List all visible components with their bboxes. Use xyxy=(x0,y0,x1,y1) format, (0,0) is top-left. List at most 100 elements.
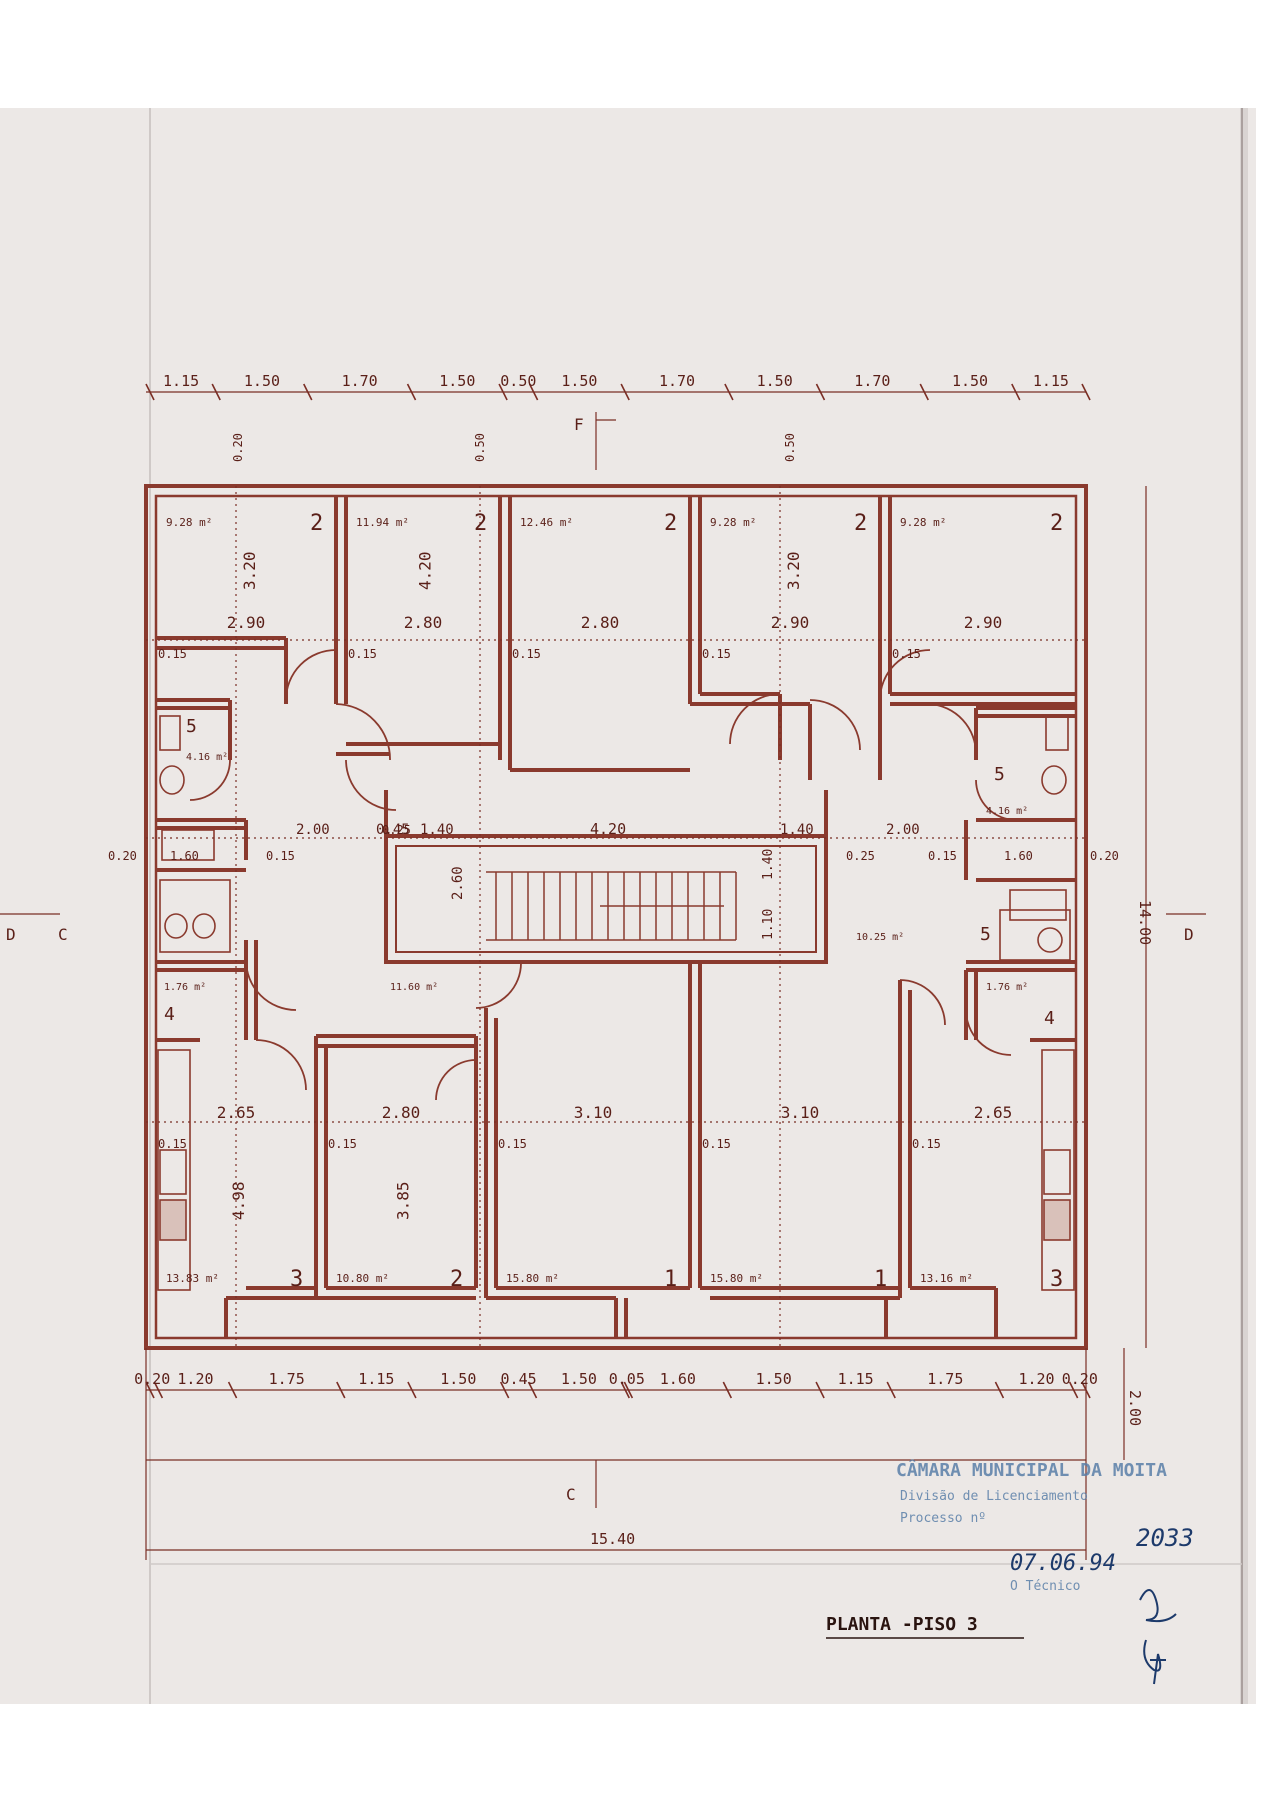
top-room-area-4: 9.28 m² xyxy=(900,516,946,529)
kitchen-counter-right xyxy=(1041,1049,1075,1291)
bottom-dim-3: 1.15 xyxy=(358,1370,394,1388)
top-room-width-1: 2.80 xyxy=(404,613,443,632)
bottom-room-wall-2: 0.15 xyxy=(498,1137,527,1151)
washbasin-fixture-right xyxy=(1009,889,1067,921)
wall-015-left: 0.15 xyxy=(266,849,295,863)
bottom-room-width-1: 2.80 xyxy=(382,1103,421,1122)
section-mark-right-d: D xyxy=(1184,925,1194,944)
wall-020-left: 0.20 xyxy=(108,849,137,863)
wall-mark-0: 0.20 xyxy=(231,433,245,462)
bottom-room-wall-1: 0.15 xyxy=(328,1137,357,1151)
toilet-fixture-right xyxy=(1045,715,1069,751)
wc-left-width: 1.60 xyxy=(170,849,199,863)
bottom-dim-6: 1.50 xyxy=(561,1370,597,1388)
bottom-dim-13: 0.20 xyxy=(1062,1370,1098,1388)
total-width-label: 15.40 xyxy=(590,1530,635,1548)
bottom-dim-12: 1.20 xyxy=(1018,1370,1054,1388)
top-dim-8: 1.70 xyxy=(854,372,890,390)
top-room-depth-3: 3.20 xyxy=(784,551,803,590)
bottom-room-wall-3: 0.15 xyxy=(702,1137,731,1151)
store-left-area: 1.76 m² xyxy=(164,982,206,993)
section-mark-left-d: D xyxy=(6,925,16,944)
section-mark-left-c: C xyxy=(58,925,68,944)
bottom-room-area-0: 13.83 m² xyxy=(166,1272,219,1285)
bottom-dim-8: 1.60 xyxy=(660,1370,696,1388)
bathtub-fixture-right xyxy=(999,909,1071,961)
top-room-number-0: 2 xyxy=(310,511,323,536)
corridor-b-right: 1.40 xyxy=(780,822,814,838)
bottom-room-area-1: 10.80 m² xyxy=(336,1272,389,1285)
signature xyxy=(1139,1589,1177,1685)
stamp-line1: CÂMARA MUNICIPAL DA MOITA xyxy=(896,1459,1167,1481)
washbasin-fixture-left xyxy=(161,829,215,861)
hall-left-area: 11.60 m² xyxy=(390,982,438,993)
top-dim-2: 1.70 xyxy=(342,372,378,390)
top-room-width-2: 2.80 xyxy=(581,613,620,632)
walls xyxy=(144,484,1088,1350)
top-room-number-2: 2 xyxy=(664,511,677,536)
stair-width: 1.10 xyxy=(761,909,776,940)
top-room-number-3: 2 xyxy=(854,511,867,536)
stamp-number: 2033 xyxy=(1136,1524,1194,1552)
top-dim-1: 1.50 xyxy=(244,372,280,390)
wall-mark-1: 0.50 xyxy=(473,433,487,462)
top-room-number-1: 2 xyxy=(474,511,487,536)
top-room-area-1: 11.94 m² xyxy=(356,516,409,529)
store-left-number: 4 xyxy=(164,1004,175,1025)
bottom-room-wall-4: 0.15 xyxy=(912,1137,941,1151)
toilet-fixture-left xyxy=(159,715,181,751)
wall-015-right: 0.15 xyxy=(928,849,957,863)
top-room-area-0: 9.28 m² xyxy=(166,516,212,529)
bottom-room-width-0: 2.65 xyxy=(217,1103,256,1122)
bottom-dim-1: 1.20 xyxy=(177,1370,213,1388)
stair-steps xyxy=(486,871,737,941)
wall-mark-2: 0.50 xyxy=(783,433,797,462)
dimension-ticks xyxy=(145,383,1091,1399)
top-dim-0: 1.15 xyxy=(163,372,199,390)
bathtub-fixture-left xyxy=(159,879,231,953)
top-dim-9: 1.50 xyxy=(952,372,988,390)
stair-depth: 2.60 xyxy=(450,866,466,900)
stamp-line4: O Técnico xyxy=(1010,1579,1080,1594)
corridor-c-left: 0.45 xyxy=(376,822,410,838)
bottom-dim-5: 0.45 xyxy=(501,1370,537,1388)
top-dim-3: 1.50 xyxy=(439,372,475,390)
bottom-room-width-3: 3.10 xyxy=(781,1103,820,1122)
section-mark-top: F xyxy=(574,415,584,434)
bottom-dim-10: 1.15 xyxy=(838,1370,874,1388)
corridor-a-left: 2.00 xyxy=(296,822,330,838)
bottom-room-number-1: 2 xyxy=(450,1267,463,1292)
top-room-width-4: 2.90 xyxy=(964,613,1003,632)
bath-right-number-2: 5 xyxy=(980,924,991,945)
bottom-room-depth-1: 3.85 xyxy=(394,1181,413,1220)
wc-right-width: 1.60 xyxy=(1004,849,1033,863)
top-room-depth-1: 4.20 xyxy=(416,551,435,590)
corridor-width: 4.20 xyxy=(590,820,626,838)
corridor-b-left: 1.40 xyxy=(420,822,454,838)
hall-right-area: 10.25 m² xyxy=(856,932,904,943)
stamp-line2: Divisão de Licenciamento xyxy=(900,1489,1088,1504)
corridor-a-right: 2.00 xyxy=(886,822,920,838)
total-depth-label: 14.00 xyxy=(1136,900,1154,945)
bottom-dim-0: 0.20 xyxy=(134,1370,170,1388)
bottom-dim-11: 1.75 xyxy=(927,1370,963,1388)
top-room-wall-4: 0.15 xyxy=(892,647,921,661)
top-dim-4: 0.50 xyxy=(500,372,536,390)
dimension-lines xyxy=(0,391,1206,1560)
bottom-room-area-2: 15.80 m² xyxy=(506,1272,559,1285)
kitchen-counter-left xyxy=(157,1049,191,1291)
top-room-wall-0: 0.15 xyxy=(158,647,187,661)
wall-025-left: 0.25 xyxy=(382,823,411,837)
top-room-wall-3: 0.15 xyxy=(702,647,731,661)
bath-left-area: 4.16 m² xyxy=(186,752,228,763)
bottom-room-number-2: 1 xyxy=(664,1267,677,1292)
bottom-room-wall-0: 0.15 xyxy=(158,1137,187,1151)
stamp-line3: Processo nº xyxy=(900,1511,986,1526)
bath-right-area: 4.16 m² xyxy=(986,806,1028,817)
bottom-room-width-4: 2.65 xyxy=(974,1103,1013,1122)
